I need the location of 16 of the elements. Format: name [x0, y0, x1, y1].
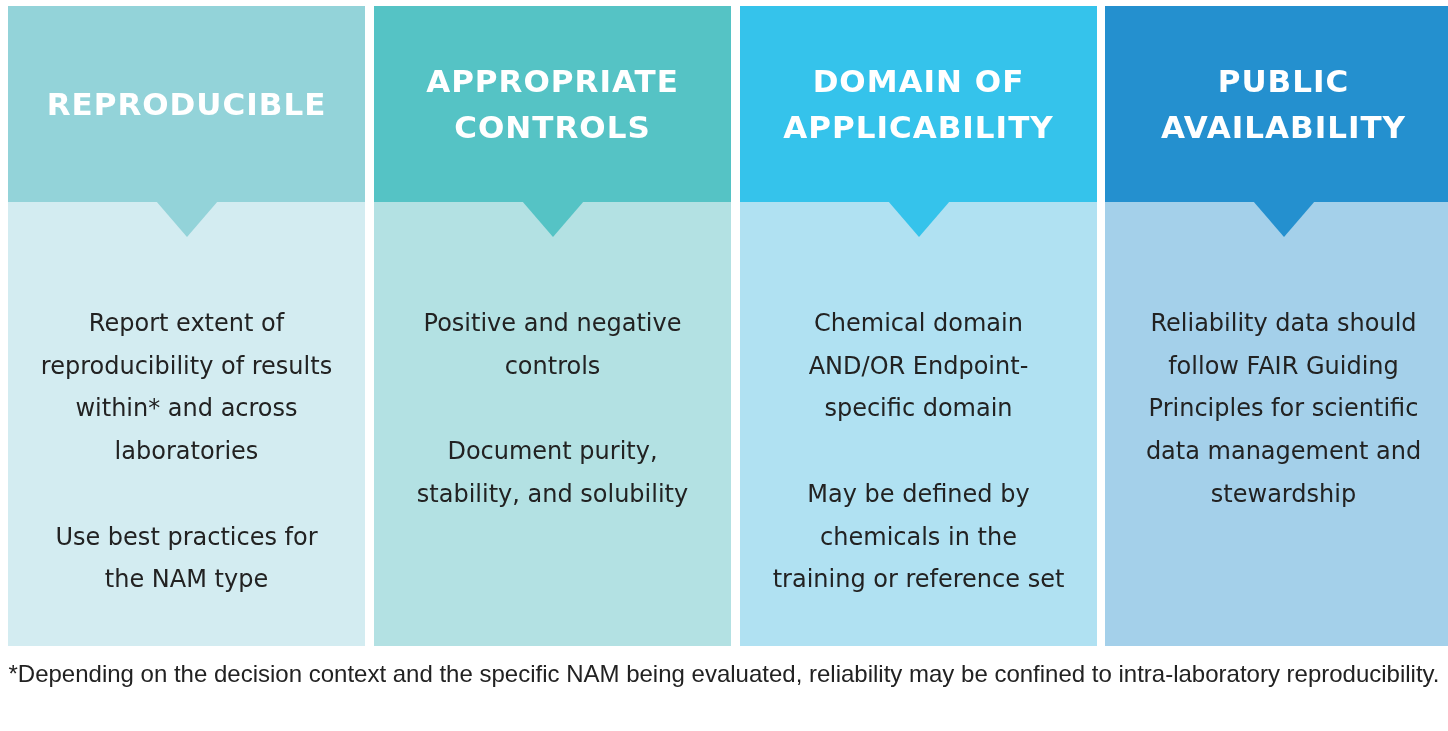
- column-heading: APPROPRIATE CONTROLS: [374, 6, 731, 202]
- body-text: May be defined by chemicals in the training or reference set: [771, 478, 1066, 596]
- body-text: Report extent of reproducibility of results within* and across laboratories: [39, 308, 334, 468]
- footnote: *Depending on the decision context and the specific NAM being evaluated, reliability may be confined to intra-laboratory reproducibility.: [8, 659, 1440, 689]
- column-panel: [1105, 6, 1448, 646]
- column-panel: [374, 6, 731, 646]
- column-heading: REPRODUCIBLE: [8, 6, 365, 202]
- body-text: Positive and negative controls: [422, 308, 683, 382]
- column-heading: DOMAIN OF APPLICABILITY: [740, 6, 1097, 202]
- column-panel: [740, 6, 1097, 646]
- body-text: Chemical domain AND/OR Endpoint-specific domain: [807, 308, 1030, 425]
- body-text: Document purity, stability, and solubility: [415, 436, 690, 510]
- body-text: Reliability data should follow FAIR Guiding Principles for scientific data management and stewardship: [1144, 308, 1423, 510]
- body-text: Use best practices for the NAM type: [54, 521, 319, 596]
- column-heading: PUBLIC AVAILABILITY: [1105, 6, 1448, 202]
- column-panel: [8, 6, 365, 646]
